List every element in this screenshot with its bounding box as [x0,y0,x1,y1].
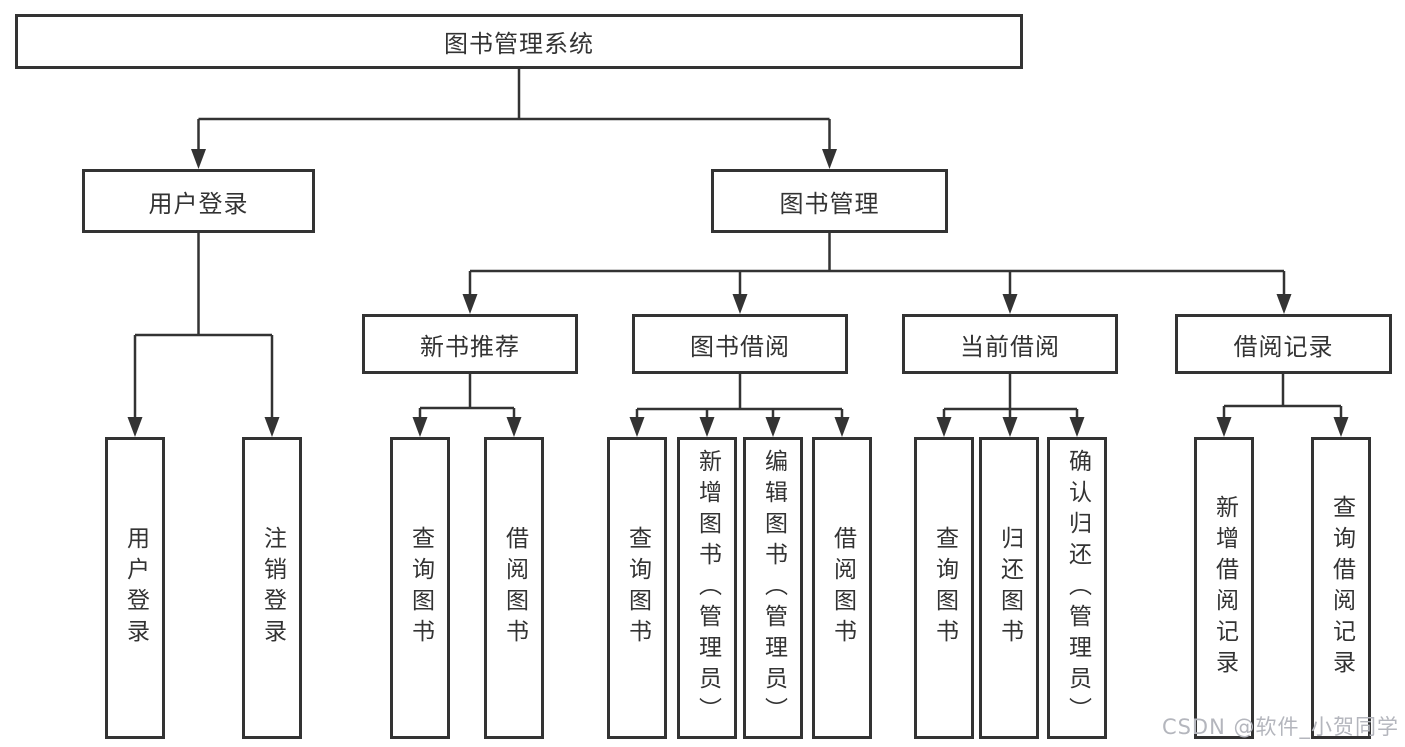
node-borrow-records: 借阅记录 [1175,314,1392,374]
leaf-user-login-label: 用户登录 [122,526,149,650]
leaf-borrow-books: 借阅图书 [812,437,872,739]
leaf-recommend-query-books: 查询图书 [390,437,450,739]
leaf-add-books-admin-label: 新增图书（管理员） [694,448,721,728]
leaf-current-query-books: 查询图书 [914,437,974,739]
node-root-label: 图书管理系统 [444,30,594,58]
node-book-borrow: 图书借阅 [632,314,848,374]
node-user-login: 用户登录 [82,169,315,233]
leaf-return-books-label: 归还图书 [996,526,1023,650]
node-user-login-label: 用户登录 [148,189,249,218]
leaf-add-borrow-record: 新增借阅记录 [1194,437,1254,739]
leaf-query-borrow-record: 查询借阅记录 [1311,437,1371,739]
leaf-edit-books-admin: 编辑图书（管理员） [743,437,803,739]
leaf-add-borrow-record-label: 新增借阅记录 [1211,495,1238,681]
leaf-add-books-admin: 新增图书（管理员） [677,437,737,739]
connector-book-management-split [462,233,1292,314]
connector-new-book-split [412,374,522,437]
leaf-return-books: 归还图书 [979,437,1039,739]
node-new-book-recommend: 新书推荐 [362,314,578,374]
node-book-borrow-label: 图书借阅 [690,332,790,361]
node-book-management-label: 图书管理 [779,189,880,218]
node-borrow-records-label: 借阅记录 [1233,332,1334,361]
leaf-recommend-borrow-books-label: 借阅图书 [501,526,528,650]
connector-current-borrow-split [936,374,1085,437]
leaf-query-borrow-record-label: 查询借阅记录 [1328,495,1355,681]
node-current-borrow-label: 当前借阅 [960,332,1060,361]
node-new-book-recommend-label: 新书推荐 [420,332,520,361]
connector-book-borrow-split [629,374,850,437]
leaf-user-login: 用户登录 [105,437,165,739]
csdn-watermark: CSDN @软件_小贺同学 [1161,715,1399,739]
connector-borrow-records-split [1216,374,1349,437]
node-current-borrow: 当前借阅 [902,314,1118,374]
leaf-recommend-query-books-label: 查询图书 [407,526,434,650]
leaf-recommend-borrow-books: 借阅图书 [484,437,544,739]
leaf-logout: 注销登录 [242,437,302,739]
leaf-confirm-return-admin-label: 确认归还（管理员） [1064,448,1091,728]
leaf-borrow-query-books-label: 查询图书 [624,526,651,650]
leaf-current-query-books-label: 查询图书 [931,526,958,650]
leaf-edit-books-admin-label: 编辑图书（管理员） [760,448,787,728]
connector-root-split [191,69,837,169]
node-book-management: 图书管理 [711,169,948,233]
leaf-confirm-return-admin: 确认归还（管理员） [1047,437,1107,739]
connector-user-login-split [127,233,280,437]
leaf-borrow-query-books: 查询图书 [607,437,667,739]
node-root: 图书管理系统 [15,14,1023,69]
leaf-logout-label: 注销登录 [259,526,286,650]
leaf-borrow-books-label: 借阅图书 [829,526,856,650]
